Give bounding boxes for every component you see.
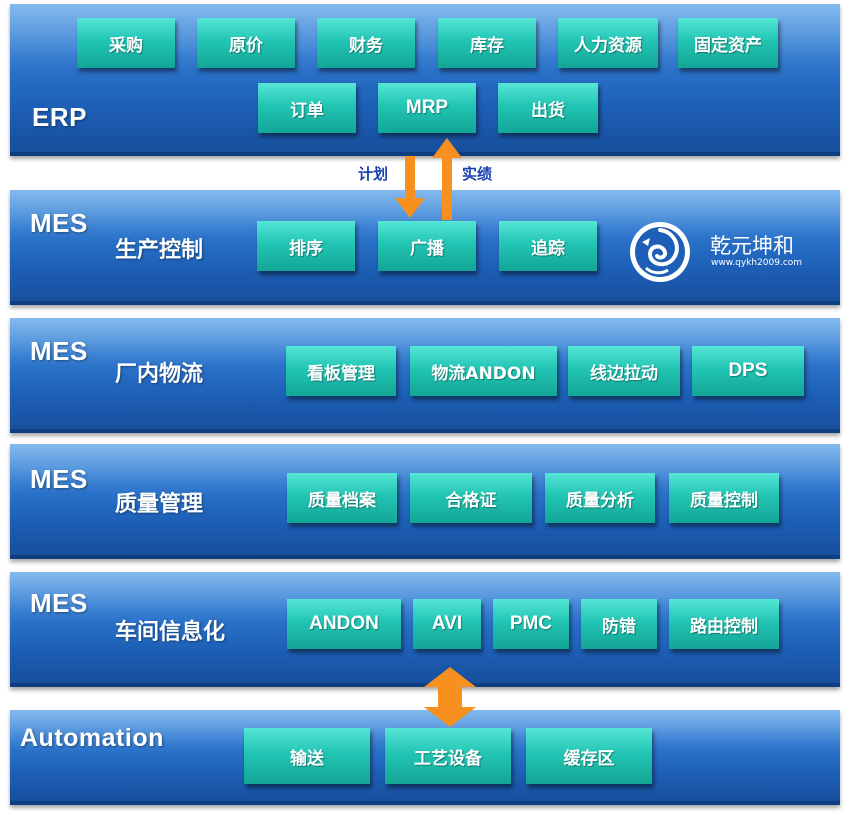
module-dps[interactable]: DPS	[692, 346, 804, 396]
mes-info-layer: MES 车间信息化 ANDON AVI PMC 防错 路由控制	[10, 572, 840, 687]
actual-up-arrow-icon	[430, 136, 464, 220]
module-logistics-andon[interactable]: 物流ANDON	[410, 346, 557, 396]
module-orders[interactable]: 订单	[258, 83, 356, 133]
mes-quality-subtitle: 质量管理	[115, 492, 204, 517]
module-quality-archive[interactable]: 质量档案	[287, 473, 397, 523]
module-hr[interactable]: 人力资源	[558, 18, 658, 68]
module-fixed-assets[interactable]: 固定资产	[678, 18, 778, 68]
mes-production-layer: MES 生产控制 排序 广播 追踪 乾元坤和 www.qykh2009.com	[10, 190, 840, 305]
mes-production-subtitle: 生产控制	[115, 238, 204, 263]
module-certificate[interactable]: 合格证	[410, 473, 532, 523]
module-tracking[interactable]: 追踪	[499, 221, 597, 271]
module-routing-control[interactable]: 路由控制	[669, 599, 779, 649]
module-process-equipment[interactable]: 工艺设备	[385, 728, 511, 784]
module-procurement[interactable]: 采购	[77, 18, 175, 68]
bidirectional-arrow-icon	[420, 665, 480, 729]
dragon-logo-icon	[628, 220, 692, 284]
mes-quality-title: MES	[30, 464, 88, 494]
erp-title: ERP	[32, 102, 87, 132]
plan-down-arrow-icon	[393, 156, 427, 220]
mes-logistics-subtitle: 厂内物流	[115, 362, 204, 387]
module-inventory[interactable]: 库存	[438, 18, 536, 68]
module-broadcast[interactable]: 广播	[378, 221, 476, 271]
module-pmc[interactable]: PMC	[493, 599, 569, 649]
module-error-proofing[interactable]: 防错	[581, 599, 657, 649]
automation-title: Automation	[20, 724, 164, 752]
mes-logistics-layer: MES 厂内物流 看板管理 物流ANDON 线边拉动 DPS	[10, 318, 840, 433]
mes-logistics-title: MES	[30, 336, 88, 366]
actual-label: 实绩	[462, 165, 493, 183]
plan-label: 计划	[358, 165, 389, 183]
module-cost[interactable]: 原价	[197, 18, 295, 68]
module-andon[interactable]: ANDON	[287, 599, 401, 649]
module-mrp[interactable]: MRP	[378, 83, 476, 133]
mes-production-title: MES	[30, 208, 88, 238]
module-kanban[interactable]: 看板管理	[286, 346, 396, 396]
module-buffer[interactable]: 缓存区	[526, 728, 652, 784]
module-quality-analysis[interactable]: 质量分析	[545, 473, 655, 523]
logo-name: 乾元坤和	[710, 234, 794, 258]
module-sequencing[interactable]: 排序	[257, 221, 355, 271]
module-shipping[interactable]: 出货	[498, 83, 598, 133]
logo-url: www.qykh2009.com	[711, 258, 803, 268]
automation-layer: Automation 输送 工艺设备 缓存区	[10, 710, 840, 805]
module-avi[interactable]: AVI	[413, 599, 481, 649]
mes-info-subtitle: 车间信息化	[115, 620, 226, 645]
mes-quality-layer: MES 质量管理 质量档案 合格证 质量分析 质量控制	[10, 444, 840, 559]
module-lineside-pull[interactable]: 线边拉动	[568, 346, 680, 396]
mes-info-title: MES	[30, 588, 88, 618]
module-conveyor[interactable]: 输送	[244, 728, 370, 784]
module-finance[interactable]: 财务	[317, 18, 415, 68]
erp-layer: ERP 采购 原价 财务 库存 人力资源 固定资产 订单 MRP 出货	[10, 4, 840, 156]
module-quality-control[interactable]: 质量控制	[669, 473, 779, 523]
